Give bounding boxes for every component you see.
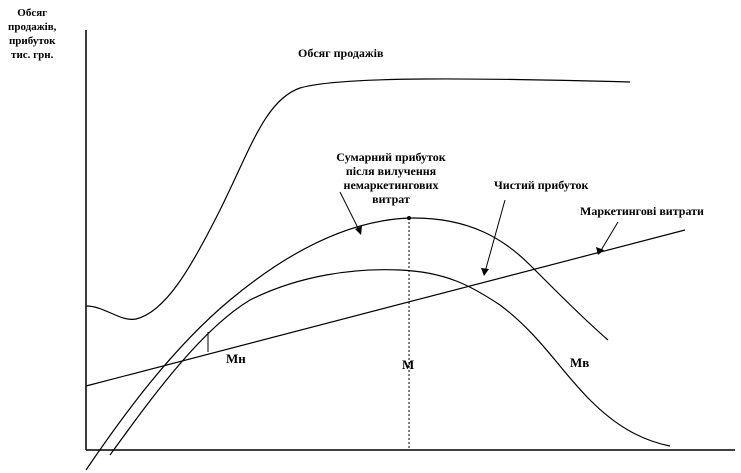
min-left-point-label: Мн <box>226 351 246 366</box>
net-profit-arrowhead <box>481 268 489 276</box>
optimum-point <box>407 216 411 220</box>
total-profit-arrowhead <box>355 226 362 235</box>
y-axis-label-line-1: Обсяг <box>17 7 48 19</box>
total-profit-label-line-4: витрат <box>372 192 410 206</box>
total-profit-label: Сумарний прибуток після вилучення немарк… <box>322 150 460 206</box>
net-profit-arrow <box>484 199 506 273</box>
marketing-costs-label: Маркетингові витрати <box>580 204 704 218</box>
total-profit-label-line-2: після вилучення <box>345 164 437 178</box>
total-profit-arrow <box>339 191 361 233</box>
optimum-point-label: М <box>402 357 415 372</box>
net-profit-curve <box>109 269 671 456</box>
y-axis-label-line-3: прибуток <box>8 35 56 47</box>
marketing-costs-line <box>85 229 686 387</box>
net-profit-label: Чистий прибуток <box>494 178 589 192</box>
y-axis-label-line-2: продажів, <box>8 21 57 33</box>
total-profit-curve <box>85 217 609 471</box>
y-axis-label-line-4: тис. грн. <box>11 49 54 61</box>
total-profit-label-line-3: немаркетингових <box>343 178 439 192</box>
marketing-costs-arrow <box>599 221 619 253</box>
y-axis-label: Обсяг продажів, прибуток тис. грн. <box>8 6 56 62</box>
sales-curve <box>85 78 631 320</box>
marketing-costs-arrowhead <box>596 247 604 255</box>
sales-curve-label: Обсяг продажів <box>298 46 384 60</box>
total-profit-label-line-1: Сумарний прибуток <box>336 150 446 164</box>
min-right-point-label: Мв <box>570 355 590 370</box>
